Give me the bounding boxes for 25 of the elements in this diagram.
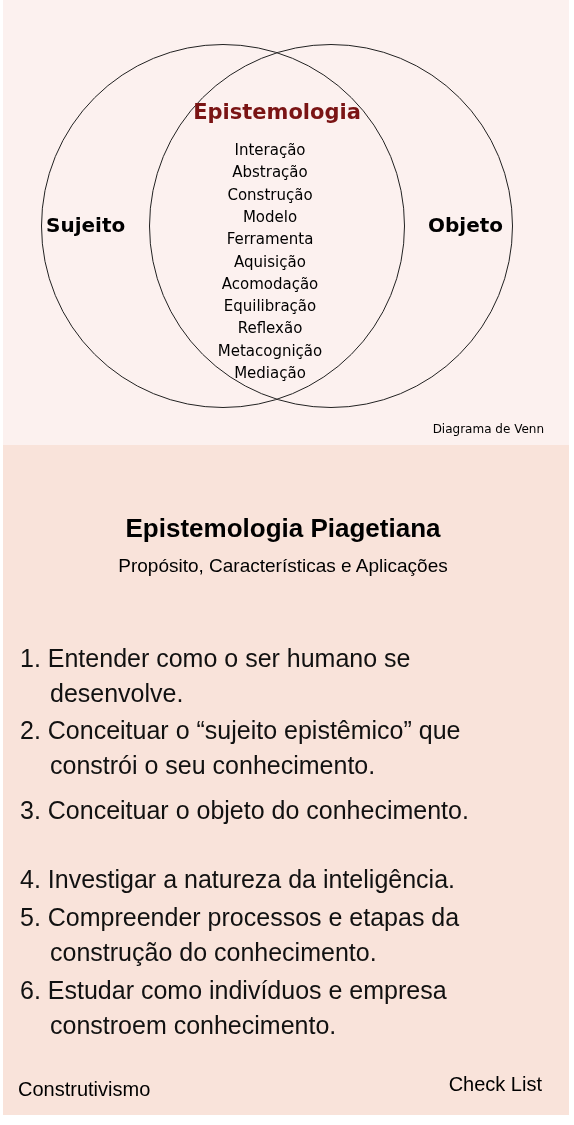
footer-text: Construtivismo	[18, 1078, 151, 1101]
intersection-term: Equilibração	[222, 297, 318, 316]
list-item: 6. Estudar como indivíduos e empresa constroem conhecimento.	[20, 975, 448, 1041]
intersection-term: Abstração	[231, 163, 309, 182]
list-item: 2. Conceituar o “sujeito epistêmico” que constrói o seu conhecimento.	[20, 715, 462, 781]
intersection-term: Mediação	[233, 364, 307, 382]
footer-text: Check List	[448, 1073, 542, 1096]
diagram-caption: Diagrama de Venn	[432, 422, 544, 436]
intersection-term: Reflexão	[236, 319, 304, 338]
intersection-term: Metacognição	[216, 341, 324, 360]
intersection-term: Interação	[233, 141, 307, 159]
intersection-term: Construção	[226, 185, 314, 204]
list-item: 5. Compreender processos e etapas da construção do conhecimento.	[20, 902, 461, 968]
list-item: 4. Investigar a natureza da inteligência.	[20, 864, 456, 895]
section-title: Epistemologia Piagetiana	[124, 513, 442, 544]
set-label: Sujeito	[46, 213, 126, 237]
intersection-term: Ferramenta	[225, 230, 315, 249]
intersection-heading: Epistemologia	[192, 100, 362, 124]
intersection-term: Acomodação	[220, 274, 320, 293]
list-item: 3. Conceituar o objeto do conhecimento.	[20, 795, 470, 826]
set-label: Objeto	[428, 213, 504, 237]
list-item: 1. Entender como o ser humano se desenvolve.	[20, 643, 412, 709]
section-subtitle: Propósito, Características e Aplicações	[117, 555, 449, 577]
intersection-term: Aquisição	[233, 252, 307, 271]
intersection-term: Modelo	[241, 207, 299, 226]
